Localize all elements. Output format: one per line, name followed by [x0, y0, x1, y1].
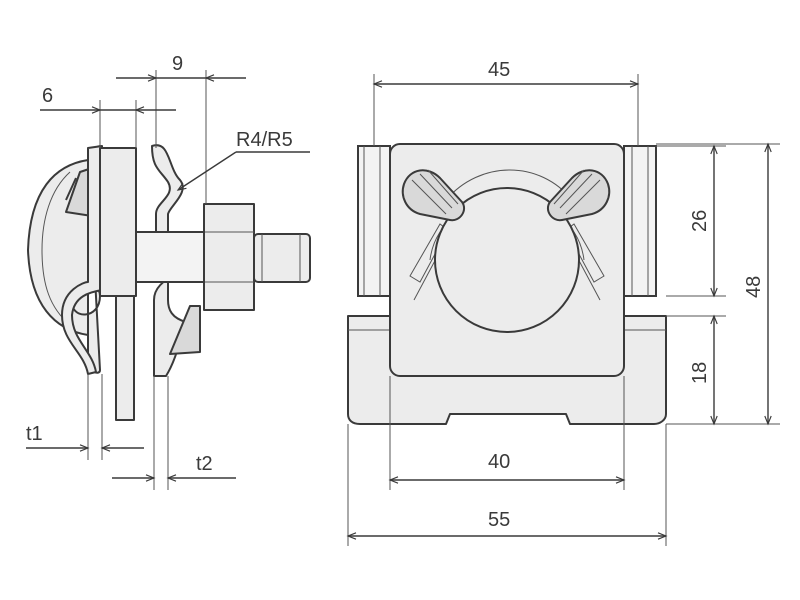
side-view: 9 6 R4/R5 t1 t2 [26, 53, 311, 490]
center-block [99, 147, 137, 297]
right-side-tab [623, 145, 657, 297]
cap-tooth-lower [65, 177, 77, 201]
washer [135, 231, 205, 283]
left-tooth [401, 169, 466, 222]
front-view: 45 26 18 48 40 55 [346, 59, 780, 546]
dim-front-18: 18 [689, 362, 711, 384]
dim-side-6: 6 [42, 85, 53, 107]
dim-front-26: 26 [689, 210, 711, 232]
dim-front-55: 55 [488, 509, 510, 531]
dim-t2: t2 [196, 453, 213, 475]
hex-nut [203, 203, 255, 311]
right-tooth-front [546, 169, 611, 222]
dim-t1: t1 [26, 423, 43, 445]
tongue [115, 295, 135, 421]
conductor [434, 187, 580, 333]
dim-front-48: 48 [743, 276, 765, 298]
dim-side-9: 9 [172, 53, 183, 75]
dim-front-45: 45 [488, 59, 510, 81]
bolt-shaft [253, 233, 311, 283]
right-tooth [169, 305, 201, 355]
dim-radius: R4/R5 [236, 129, 293, 151]
left-plate-body [61, 145, 103, 375]
left-side-tab [357, 145, 391, 297]
dim-front-40: 40 [488, 451, 510, 473]
